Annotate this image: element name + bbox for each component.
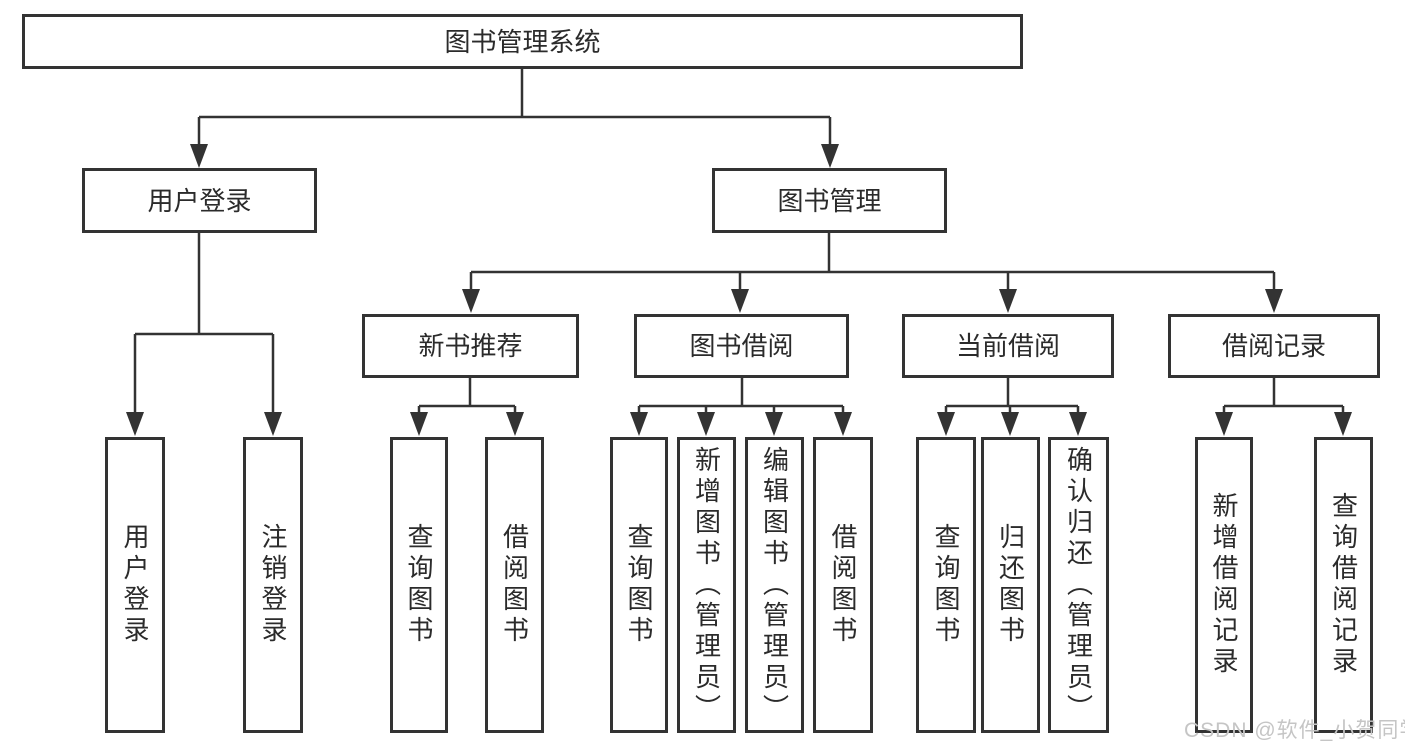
arrowhead — [506, 412, 524, 436]
arrowhead — [999, 289, 1017, 313]
node-label: 借阅图书 — [499, 523, 530, 647]
node-label: 查询借阅记录 — [1328, 492, 1359, 678]
leaf-add-book-admin: 新增图书（管理员） — [677, 437, 736, 733]
arrowhead — [462, 289, 480, 313]
connector-userlogin-to-leaves — [133, 233, 275, 418]
arrowhead — [1001, 412, 1019, 436]
leaf-query-books-borrow: 查询图书 — [610, 437, 668, 733]
connector-records-to-leaves — [1222, 378, 1345, 418]
leaf-borrow-books: 借阅图书 — [813, 437, 873, 733]
connector-borrow-to-leaves — [637, 378, 845, 418]
leaf-query-borrow-record: 查询借阅记录 — [1314, 437, 1373, 733]
arrowheads — [126, 144, 1352, 436]
node-label: 查询图书 — [404, 523, 434, 647]
arrowhead — [1265, 289, 1283, 313]
node-book-borrowing: 图书借阅 — [634, 314, 849, 378]
connector-newbook-to-leaves — [417, 378, 517, 418]
node-label: 图书借阅 — [689, 331, 794, 361]
node-borrowing-records: 借阅记录 — [1168, 314, 1380, 378]
arrowhead — [264, 412, 282, 436]
arrowhead — [126, 412, 144, 436]
node-label: 用户登录 — [147, 185, 252, 216]
node-label: 图书管理系统 — [444, 26, 601, 57]
leaf-logout: 注销登录 — [243, 437, 303, 733]
arrowhead — [630, 412, 648, 436]
node-label: 编辑图书（管理员） — [759, 445, 790, 725]
node-label: 查询图书 — [931, 523, 961, 647]
leaf-edit-book-admin: 编辑图书（管理员） — [745, 437, 804, 733]
node-label: 借阅图书 — [828, 523, 858, 647]
node-label: 借阅记录 — [1221, 331, 1326, 361]
leaf-user-login: 用户登录 — [105, 437, 165, 733]
arrowhead — [1069, 412, 1087, 436]
node-label: 用户登录 — [120, 523, 150, 647]
node-book-management: 图书管理 — [712, 168, 947, 233]
node-label: 新增图书（管理员） — [691, 445, 722, 725]
leaf-return-book: 归还图书 — [981, 437, 1040, 733]
arrowhead — [765, 412, 783, 436]
node-label: 归还图书 — [995, 523, 1026, 647]
arrowhead — [1334, 412, 1352, 436]
leaf-add-borrow-record: 新增借阅记录 — [1195, 437, 1253, 733]
node-label: 新增借阅记录 — [1209, 492, 1239, 678]
arrowhead — [410, 412, 428, 436]
csdn-watermark: CSDN @软件_小贺同学 — [1184, 719, 1405, 742]
node-new-book-recommendation: 新书推荐 — [362, 314, 579, 378]
node-label: 新书推荐 — [418, 331, 523, 361]
connector-bookmgmt-to-level3 — [469, 233, 1276, 295]
arrowhead — [731, 289, 749, 313]
arrowhead — [697, 412, 715, 436]
arrowhead — [821, 144, 839, 168]
leaf-query-books-current: 查询图书 — [916, 437, 976, 733]
arrowhead — [190, 144, 208, 168]
arrowhead — [1215, 412, 1233, 436]
node-label: 查询图书 — [624, 523, 654, 647]
leaf-query-books-recommend: 查询图书 — [390, 437, 448, 733]
arrowhead — [834, 412, 852, 436]
node-label: 注销登录 — [258, 523, 288, 647]
node-label: 图书管理 — [777, 185, 882, 216]
node-user-login: 用户登录 — [82, 168, 317, 233]
arrowhead — [937, 412, 955, 436]
connector-root-to-level2 — [197, 68, 832, 150]
node-label: 确认归还（管理员） — [1063, 445, 1094, 725]
node-label: 当前借阅 — [955, 331, 1060, 361]
node-current-borrowing: 当前借阅 — [902, 314, 1114, 378]
node-library-management-system: 图书管理系统 — [22, 14, 1023, 69]
leaf-confirm-return-admin: 确认归还（管理员） — [1048, 437, 1109, 733]
leaf-borrow-books-recommend: 借阅图书 — [485, 437, 544, 733]
